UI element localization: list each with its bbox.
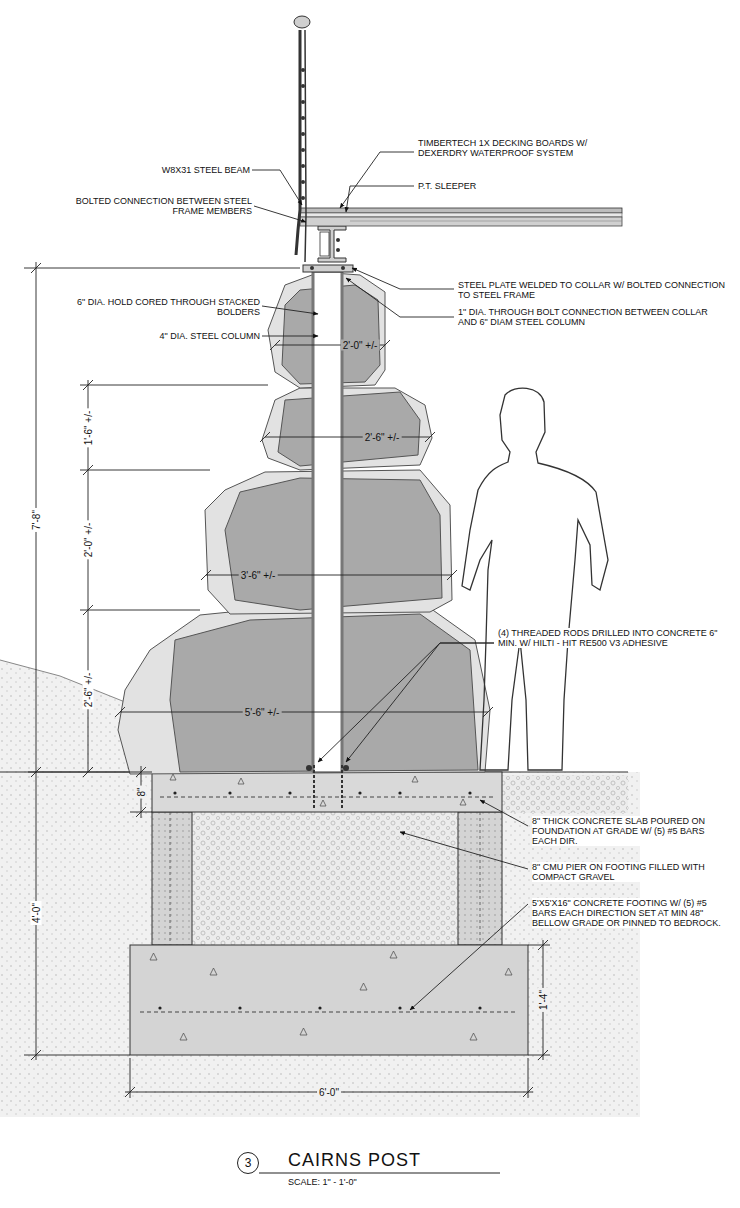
dimension-text: 2'-6" +/- xyxy=(83,671,94,710)
detail-number: 3 xyxy=(245,1156,252,1170)
steel-column xyxy=(306,272,349,808)
callout-note: 4" DIA. STEEL COLUMN xyxy=(100,331,260,341)
dimension-text: 6'-0" xyxy=(317,1087,341,1098)
foundation xyxy=(130,772,528,1055)
callout-note: P.T. SLEEPER xyxy=(418,181,558,191)
dimension-text: 1'-4" xyxy=(538,988,549,1012)
dimension-lines xyxy=(24,262,550,1098)
callout-note: 8" CMU PIER ON FOOTING FILLED WITH COMPA… xyxy=(532,862,732,882)
callout-note: (4) THREADED RODS DRILLED INTO CONCRETE … xyxy=(498,628,730,648)
callout-note: 8" THICK CONCRETE SLAB POURED ON FOUNDAT… xyxy=(532,816,732,846)
title-underline xyxy=(259,1172,500,1173)
detail-number-circle: 3 xyxy=(237,1152,259,1174)
scale-note: SCALE: 1" - 1'-0" xyxy=(288,1177,508,1187)
stacked-boulders xyxy=(118,272,490,774)
dimension-text: 2'-0" +/- xyxy=(83,521,94,560)
dimension-text: 5'-6" +/- xyxy=(243,707,282,718)
dimension-text: 2'-6" +/- xyxy=(363,432,402,443)
callout-note: 1" DIA. THROUGH BOLT CONNECTION BETWEEN … xyxy=(458,307,720,327)
dimension-text: 4'-0" xyxy=(31,901,42,925)
callout-note: BOLTED CONNECTION BETWEEN STEEL FRAME ME… xyxy=(70,196,252,216)
dimension-text: 2'-0" +/- xyxy=(341,340,380,351)
dimension-text: 7'-8" xyxy=(31,508,42,532)
person-silhouette xyxy=(462,388,608,770)
dimension-text: 1'-6" +/- xyxy=(83,409,94,448)
dimension-text: 3'-6" +/- xyxy=(239,570,278,581)
callout-note: STEEL PLATE WELDED TO COLLAR W/ BOLTED C… xyxy=(458,280,728,300)
callout-note: 6" DIA. HOLD CORED THROUGH STACKED BOLDE… xyxy=(60,297,260,317)
callout-note: W8X31 STEEL BEAM xyxy=(150,165,250,175)
callout-note: TIMBERTECH 1X DECKING BOARDS W/ DEXERDRY… xyxy=(418,138,633,158)
dimension-text: 8" xyxy=(136,785,147,798)
drawing-title: CAIRNS POST xyxy=(288,1150,421,1170)
callout-note: 5'X5'X16" CONCRETE FOOTING W/ (5) #5 BAR… xyxy=(532,898,732,928)
